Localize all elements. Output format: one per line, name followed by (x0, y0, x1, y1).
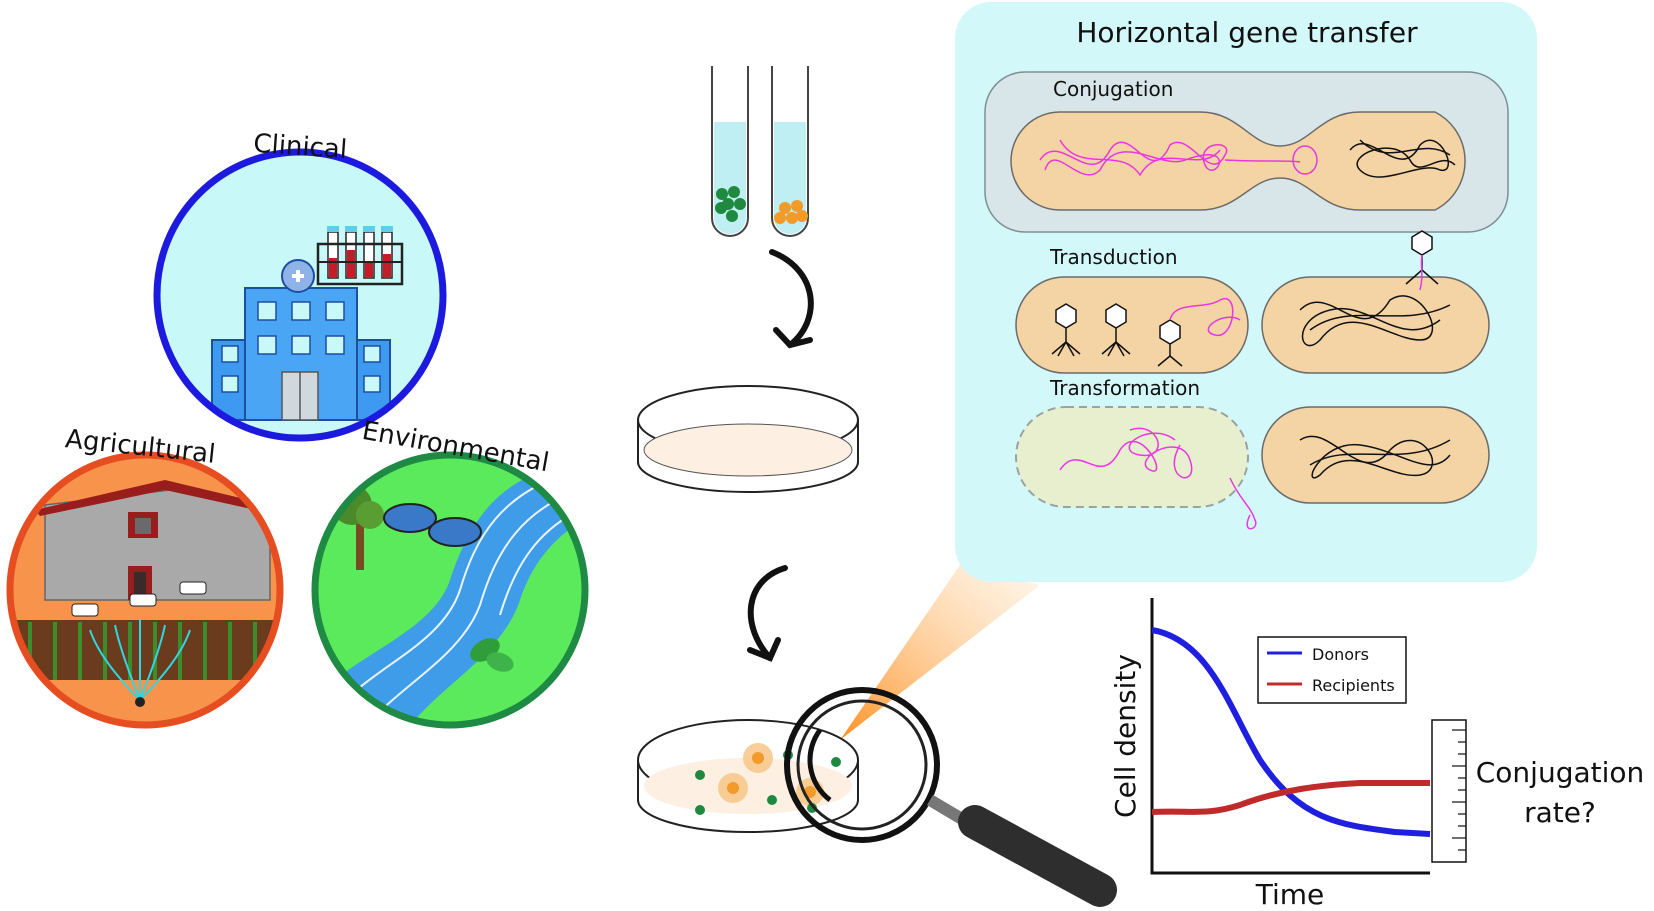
recipient-cells (774, 200, 808, 224)
conjugation-rate-label-line1: Conjugation (1476, 756, 1645, 789)
petri-dish-colonies (637, 719, 859, 833)
flow-arrow-2 (747, 565, 788, 662)
ruler-icon (1431, 719, 1467, 863)
test-tubes (711, 66, 809, 237)
conjugation-label: Conjugation (1053, 77, 1173, 101)
hgt-panel: Horizontal gene transfer Conjugation Tra… (955, 2, 1537, 582)
river-icon (315, 460, 585, 725)
donor-cells (715, 186, 746, 222)
legend-donors: Donors (1312, 645, 1369, 664)
legend-recipients: Recipients (1312, 676, 1395, 695)
conjugation-rate-label-line2: rate? (1524, 796, 1596, 829)
farm-icon (10, 480, 280, 707)
clinical-label: Clinical (252, 129, 348, 165)
clinical-source: Clinical (153, 129, 447, 442)
donors-curve (1151, 627, 1431, 837)
environmental-source: Environmental (311, 416, 589, 729)
hgt-title: Horizontal gene transfer (1076, 16, 1418, 49)
recipients-curve (1151, 780, 1430, 815)
test-tube-rack-icon (316, 226, 404, 286)
transformation-label: Transformation (1049, 376, 1200, 400)
flow-arrow-1 (769, 249, 814, 349)
donor-plasmid-dna (1039, 139, 1318, 177)
graph-axes (1150, 598, 1430, 875)
y-axis-label: Cell density (1109, 654, 1142, 818)
x-axis-label: Time (1255, 878, 1325, 911)
recipient-chromosome-dna (1349, 139, 1456, 178)
petri-dish-empty (637, 385, 859, 493)
cell-density-graph: Cell density Time Donors Recipients Conj… (1109, 598, 1644, 911)
transduction-panel: Transduction (1015, 230, 1490, 374)
magnifier-beam (840, 565, 1040, 740)
conjugation-panel: Conjugation (984, 71, 1509, 233)
transduction-label: Transduction (1049, 245, 1178, 269)
magnifying-glass-icon (784, 687, 1117, 907)
agricultural-source: Agricultural (6, 424, 284, 729)
transformation-panel: Transformation (1015, 376, 1490, 530)
graph-legend: Donors Recipients (1257, 636, 1407, 704)
hospital-icon (211, 259, 391, 421)
